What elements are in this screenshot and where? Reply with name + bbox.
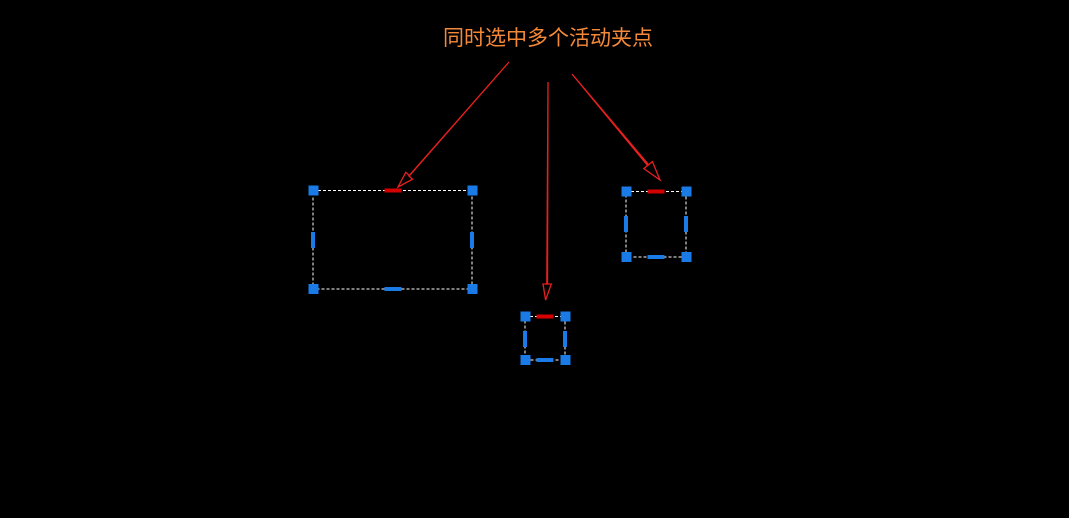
callout-arrows [396,61,662,301]
arrow-to-small-square-icon [542,81,553,301]
square-corner-grip-bottom-left[interactable] [621,252,632,262]
rectangle-midpoint-grip-right[interactable] [470,232,474,248]
small-square-midpoint-grip-left[interactable] [523,331,527,347]
small-square-midpoint-grip-right[interactable] [563,331,567,347]
square-midpoint-grip-left[interactable] [624,216,628,232]
small-square-corner-grip-top-right[interactable] [560,311,571,322]
rectangle-corner-grip-top-left[interactable] [308,185,319,196]
square-midpoint-grip-bottom[interactable] [647,255,665,259]
small-square-outline[interactable] [524,316,566,361]
square-corner-grip-bottom-right[interactable] [681,252,692,262]
square-midpoint-grip-top-active[interactable] [647,189,665,194]
rectangle-midpoint-grip-left[interactable] [311,232,315,248]
selected-rectangle[interactable] [308,185,478,295]
small-square-midpoint-grip-top-active[interactable] [536,314,554,319]
square-midpoint-grip-right[interactable] [684,216,688,232]
rectangle-corner-grip-bottom-right[interactable] [467,284,478,294]
rectangle-corner-grip-top-right[interactable] [467,185,478,196]
rectangle-outline[interactable] [312,190,473,290]
small-square-corner-grip-bottom-left[interactable] [520,355,531,365]
square-corner-grip-top-right[interactable] [681,186,692,197]
selected-square[interactable] [621,186,692,263]
rectangle-midpoint-grip-top-active[interactable] [384,188,402,193]
square-outline[interactable] [625,191,687,258]
small-square-midpoint-grip-bottom[interactable] [536,358,554,362]
small-square-corner-grip-top-left[interactable] [520,311,531,322]
square-corner-grip-top-left[interactable] [621,186,632,197]
rectangle-corner-grip-bottom-left[interactable] [308,284,319,294]
small-square-corner-grip-bottom-right[interactable] [560,355,571,365]
rectangle-midpoint-grip-bottom[interactable] [384,287,402,291]
arrow-to-rectangle-icon [396,61,510,189]
selected-small-square[interactable] [520,311,571,366]
arrow-to-square-icon [571,73,662,182]
annotation-label: 同时选中多个活动夹点 [443,26,653,50]
